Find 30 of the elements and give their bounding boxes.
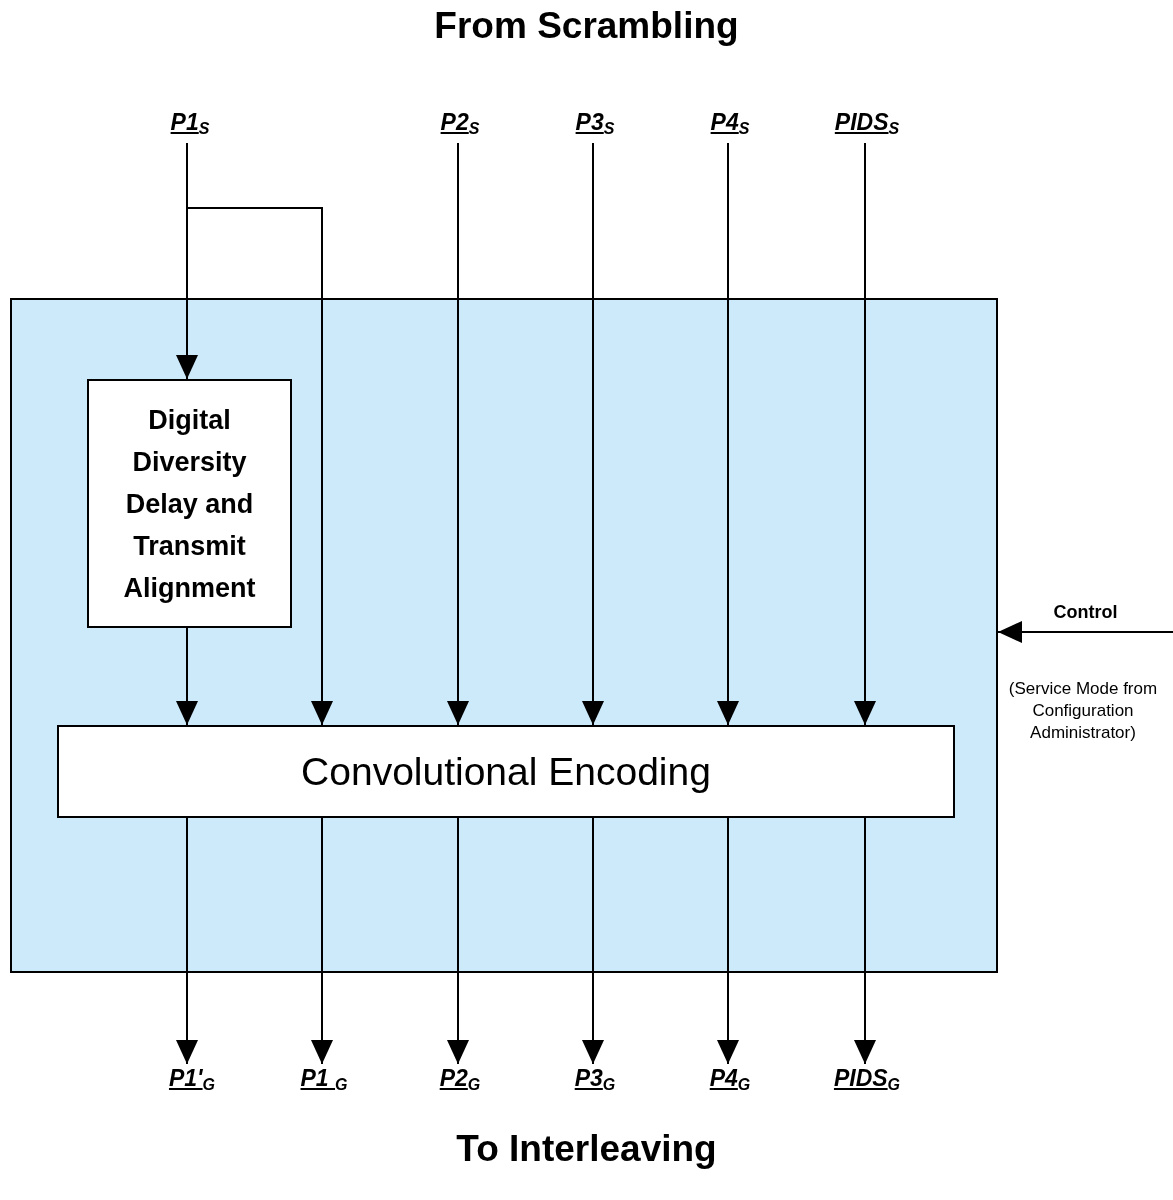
signal-label: P1 $_{G}$: [300, 1064, 348, 1099]
arrow: [447, 142, 469, 726]
edge-label: Control: [1053, 602, 1118, 623]
signal-label: P1'$_{G}$: [168, 1064, 216, 1099]
process-box: Digital Diversity Delay and Transmit Alignment: [87, 379, 292, 628]
system-block: [10, 298, 998, 973]
signal-label: P2$_{G}$: [439, 1064, 481, 1099]
signal-label: PIDS$_{G}$: [833, 1064, 901, 1099]
signal-label: P3$_{S}$: [575, 108, 615, 143]
arrow: [717, 817, 739, 1065]
arrow: [997, 621, 1173, 643]
signal-label: P2$_{S}$: [440, 108, 480, 143]
signal-label: PIDS$_{S}$: [834, 108, 900, 143]
process-box: Convolutional Encoding: [57, 725, 955, 818]
note-text: (Service Mode from Configuration Administrator): [1008, 678, 1158, 744]
signal-label: P4$_{G}$: [709, 1064, 751, 1099]
signal-label: P3$_{G}$: [574, 1064, 616, 1099]
arrow: [854, 817, 876, 1065]
arrow: [311, 817, 333, 1065]
signal-label: P4$_{S}$: [710, 108, 750, 143]
arrow: [176, 627, 198, 726]
arrow: [582, 817, 604, 1065]
diagram-title: From Scrambling: [433, 5, 740, 47]
arrow: [854, 142, 876, 726]
arrow: [447, 817, 469, 1065]
signal-label: P1$_{S}$: [170, 108, 210, 143]
arrow: [717, 142, 739, 726]
diagram-caption: To Interleaving: [455, 1128, 718, 1170]
arrow: [176, 817, 198, 1065]
arrow: [582, 142, 604, 726]
